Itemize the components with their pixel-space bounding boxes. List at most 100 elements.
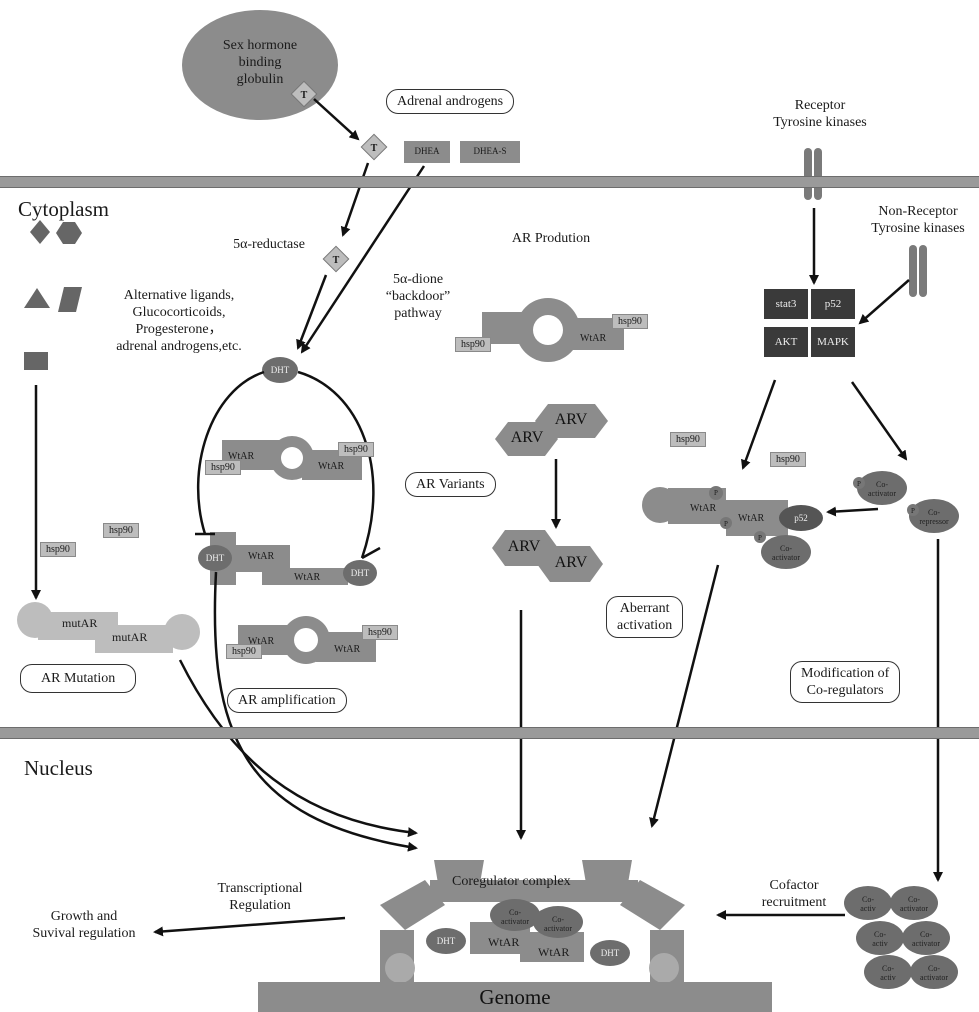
aberrant-wtar-block-2 [726, 500, 788, 536]
arrow-mutar-nucleus [178, 659, 418, 838]
complex-coactivator-1 [490, 899, 540, 931]
dhea-s-box [460, 141, 520, 163]
cluster-label-4: Co- activator [912, 930, 940, 948]
dhea-box [404, 141, 450, 163]
aberrant-activation-box: Aberrant activation [606, 596, 684, 638]
ar-production-ring-hole [533, 315, 563, 345]
t-label-3: T [332, 255, 340, 266]
ar-amplification-box: AR amplification [227, 688, 347, 713]
hsp90-tag-8: hsp90 [612, 314, 648, 329]
complex-dht-label-left: DHT [436, 936, 456, 946]
corepressor-oval-right [909, 499, 959, 533]
aberrant-wtar-circle [642, 487, 678, 523]
arrow-shbg-t [313, 98, 360, 141]
wtar-label-a1: WtAR [228, 451, 255, 462]
complex-coactivator-2 [533, 906, 583, 938]
transcriptional-regulation-label: Transcriptional Regulation [217, 881, 303, 913]
hsp90-tag-2: hsp90 [338, 442, 374, 457]
hsp90-tag-9: hsp90 [670, 432, 706, 447]
wtar-label-b2: WtAR [334, 644, 361, 655]
rtk-bar-right [814, 148, 822, 200]
wtar-label-b1: WtAR [248, 636, 275, 647]
backdoor-label: 5α-dione “backdoor” pathway [385, 272, 451, 321]
phospho-2 [720, 517, 732, 529]
modification-coregulators-box: Modification of Co-regulators [790, 661, 901, 703]
reductase-label: 5α-reductase [233, 237, 305, 252]
kinase-p52: p52 [811, 289, 855, 319]
ligand-diamond-shape [30, 220, 50, 244]
complex-coactivator-label-2: Co- activator [544, 915, 572, 933]
coactivator-oval-aberrant [761, 535, 811, 569]
cluster-label-1: Co- activ [860, 895, 876, 913]
wtar-label-m1: WtAR [248, 551, 275, 562]
p-label-4: P [857, 480, 861, 488]
complex-arm-right [620, 880, 685, 930]
ar-mutation-box: AR Mutation [20, 664, 137, 693]
wtar-label-ab1: WtAR [690, 503, 717, 514]
complex-dht-right [590, 940, 630, 966]
arv-hexagon-3 [492, 530, 558, 566]
hsp90-tag-10: hsp90 [770, 452, 806, 467]
p52-oval [779, 505, 823, 531]
testosterone-diamond-1 [290, 80, 318, 108]
phospho-5 [907, 504, 919, 516]
dhea-label: DHEA [414, 146, 440, 156]
p52-label: p52 [794, 513, 808, 523]
coregulator-complex-label: Coregulator complex [452, 874, 571, 889]
arv-label-2: ARV [554, 411, 588, 428]
arrow-dhea-dht [300, 165, 426, 354]
cytoplasm-label: Cytoplasm [18, 197, 110, 221]
complex-foot-right [649, 953, 679, 983]
rtk-bar-left [804, 148, 812, 200]
p-label-2: P [724, 520, 728, 528]
arrow-nrtk-kinases [858, 279, 910, 325]
dht-label-left: DHT [205, 553, 225, 563]
wtar-dimer-mid [210, 532, 348, 585]
phospho-3 [754, 531, 766, 543]
inhibition-bar-right [361, 546, 381, 560]
alt-ligands-label: Alternative ligands, Glucocorticoids, Pr… [116, 288, 242, 354]
wtar-label-cx1: WtAR [488, 935, 520, 949]
wtar-label-m2: WtAR [294, 572, 321, 583]
coactivator-cluster-2 [890, 886, 938, 920]
nuclear-membrane [0, 727, 979, 739]
ligand-parallelogram-shape [58, 287, 82, 312]
complex-foot-left [385, 953, 415, 983]
corepressor-label-right: Co- repressor [919, 508, 949, 526]
arrow-kinases-corepressor [850, 381, 908, 461]
hsp90-tag-5: hsp90 [103, 523, 139, 538]
t-label-1: T [300, 90, 308, 101]
arv-label-3: ARV [507, 538, 541, 555]
receptor-tk-label: Receptor Tyrosine kinases [773, 98, 867, 130]
complex-dht-left [426, 928, 466, 954]
non-receptor-tk-label: Non-Receptor Tyrosine kinases [871, 204, 965, 236]
hsp90-tag-6: hsp90 [40, 542, 76, 557]
dht-label-right: DHT [350, 568, 370, 578]
wtar-ring-a-hole [281, 447, 303, 469]
mutar-circle-left [17, 602, 53, 638]
mutar-block-2 [95, 625, 173, 653]
ar-variants-box: AR Variants [405, 472, 496, 497]
wtar-label-prod: WtAR [580, 333, 607, 344]
arrow-coactivator-p52 [826, 506, 879, 517]
arrow-growth [153, 916, 346, 937]
dht-label-top: DHT [270, 365, 290, 375]
genome-bar: Genome [258, 982, 772, 1012]
testosterone-diamond-2 [360, 133, 388, 161]
mutar-circle-right [164, 614, 200, 650]
cluster-label-2: Co- activator [900, 895, 928, 913]
coactivator-cluster-1 [844, 886, 892, 920]
hsp90-tag-4: hsp90 [362, 625, 398, 640]
complex-dht-label-right: DHT [600, 948, 620, 958]
ligand-hexagon-shape [56, 222, 82, 244]
wtar-label-cx2: WtAR [538, 945, 570, 959]
shbg-label: Sex hormone binding globulin [222, 38, 298, 87]
wtar-label-a2: WtAR [318, 461, 345, 472]
coactivator-oval-right [857, 471, 907, 505]
growth-label: Growth and Suvival regulation [32, 909, 136, 941]
arrow-t-reductase [340, 162, 370, 237]
coactivator-label-right: Co- activator [868, 480, 896, 498]
arv-hexagon-1 [495, 422, 558, 456]
coactivator-cluster-3 [856, 921, 904, 955]
ar-production-label: AR Prodution [511, 231, 591, 246]
